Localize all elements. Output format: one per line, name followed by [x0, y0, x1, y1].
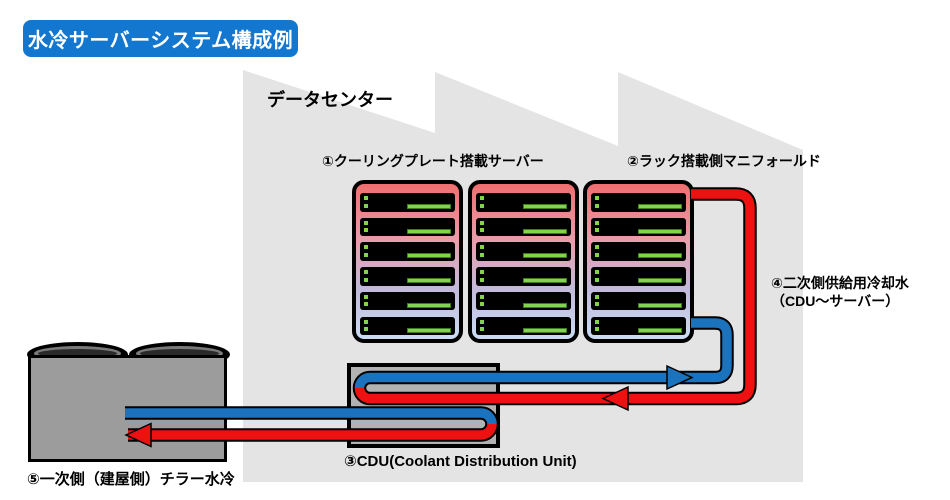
secondary-hot-flow-arrow — [601, 385, 629, 412]
chiller-fan-core — [140, 349, 219, 358]
secondary-cold-pipe — [354, 318, 732, 389]
label-cdu: ③CDU(Coolant Distribution Unit) — [344, 453, 577, 470]
secondary-hot-pipe — [354, 189, 755, 404]
page-title: 水冷サーバーシステム構成例 — [27, 30, 294, 52]
secondary-cold-flow-arrow — [666, 364, 694, 391]
label-secondary-coolant-line1: ④二次側供給用冷却水 — [771, 275, 909, 291]
primary-hot-flow-arrow — [124, 422, 152, 448]
label-secondary-coolant-line2: （CDU〜サーバー） — [771, 292, 900, 309]
primary-hot-pipe — [128, 423, 497, 440]
chiller-fan-core — [38, 349, 117, 358]
datacenter-label: データセンター — [267, 90, 393, 110]
label-cooling-plate-server: ①クーリングプレート搭載サーバー — [322, 153, 544, 169]
label-secondary-coolant: ④二次側供給用冷却水 （CDU〜サーバー） — [771, 275, 909, 311]
primary-cold-pipe — [125, 408, 497, 425]
label-rack-manifold: ②ラック搭載側マニフォールド — [627, 153, 821, 169]
title-banner: 水冷サーバーシステム構成例 — [23, 20, 298, 57]
label-primary-chiller: ⑤一次側（建屋側）チラー水冷 — [27, 471, 235, 488]
